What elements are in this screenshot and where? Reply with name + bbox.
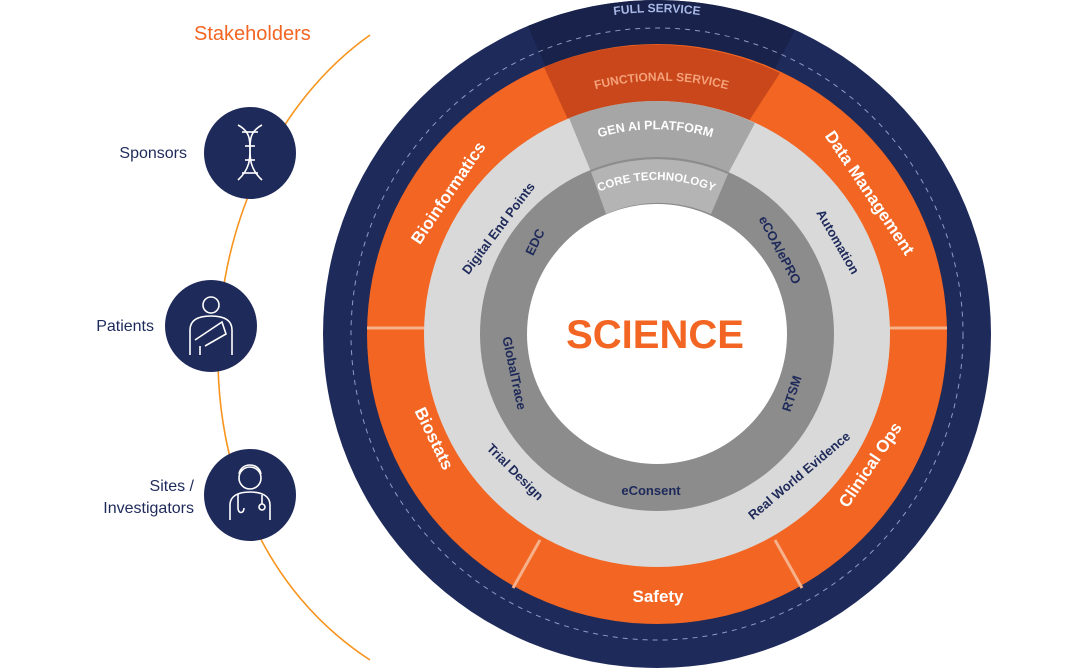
- segment-divider: [773, 539, 804, 589]
- segment-divider: [511, 539, 542, 589]
- science-label: SCIENCE: [566, 313, 744, 357]
- svg-text:FULL SERVICE: FULL SERVICE: [613, 1, 702, 18]
- sites-investigators-label: Sites / Investigators: [103, 476, 194, 520]
- science-center: [527, 204, 787, 464]
- patient-icon: [189, 296, 233, 355]
- sponsors-label: Sponsors: [119, 145, 187, 162]
- sites-node: [204, 449, 296, 541]
- patients-label: Patients: [96, 318, 154, 335]
- sites-label-line-2: Investigators: [103, 500, 194, 517]
- core-technology-top-segment: [591, 159, 728, 214]
- patients-node: [165, 280, 257, 372]
- dna-icon: [237, 124, 263, 181]
- segment-safety: Safety: [632, 587, 684, 606]
- doctor-icon: [229, 464, 271, 520]
- core-econsent: eConsent: [621, 483, 681, 498]
- full-service-label: FULL SERVICE: [613, 1, 702, 18]
- sponsors-node: [204, 107, 296, 199]
- sites-label-line-1: Sites /: [149, 478, 194, 495]
- stakeholders-title: Stakeholders: [194, 23, 311, 45]
